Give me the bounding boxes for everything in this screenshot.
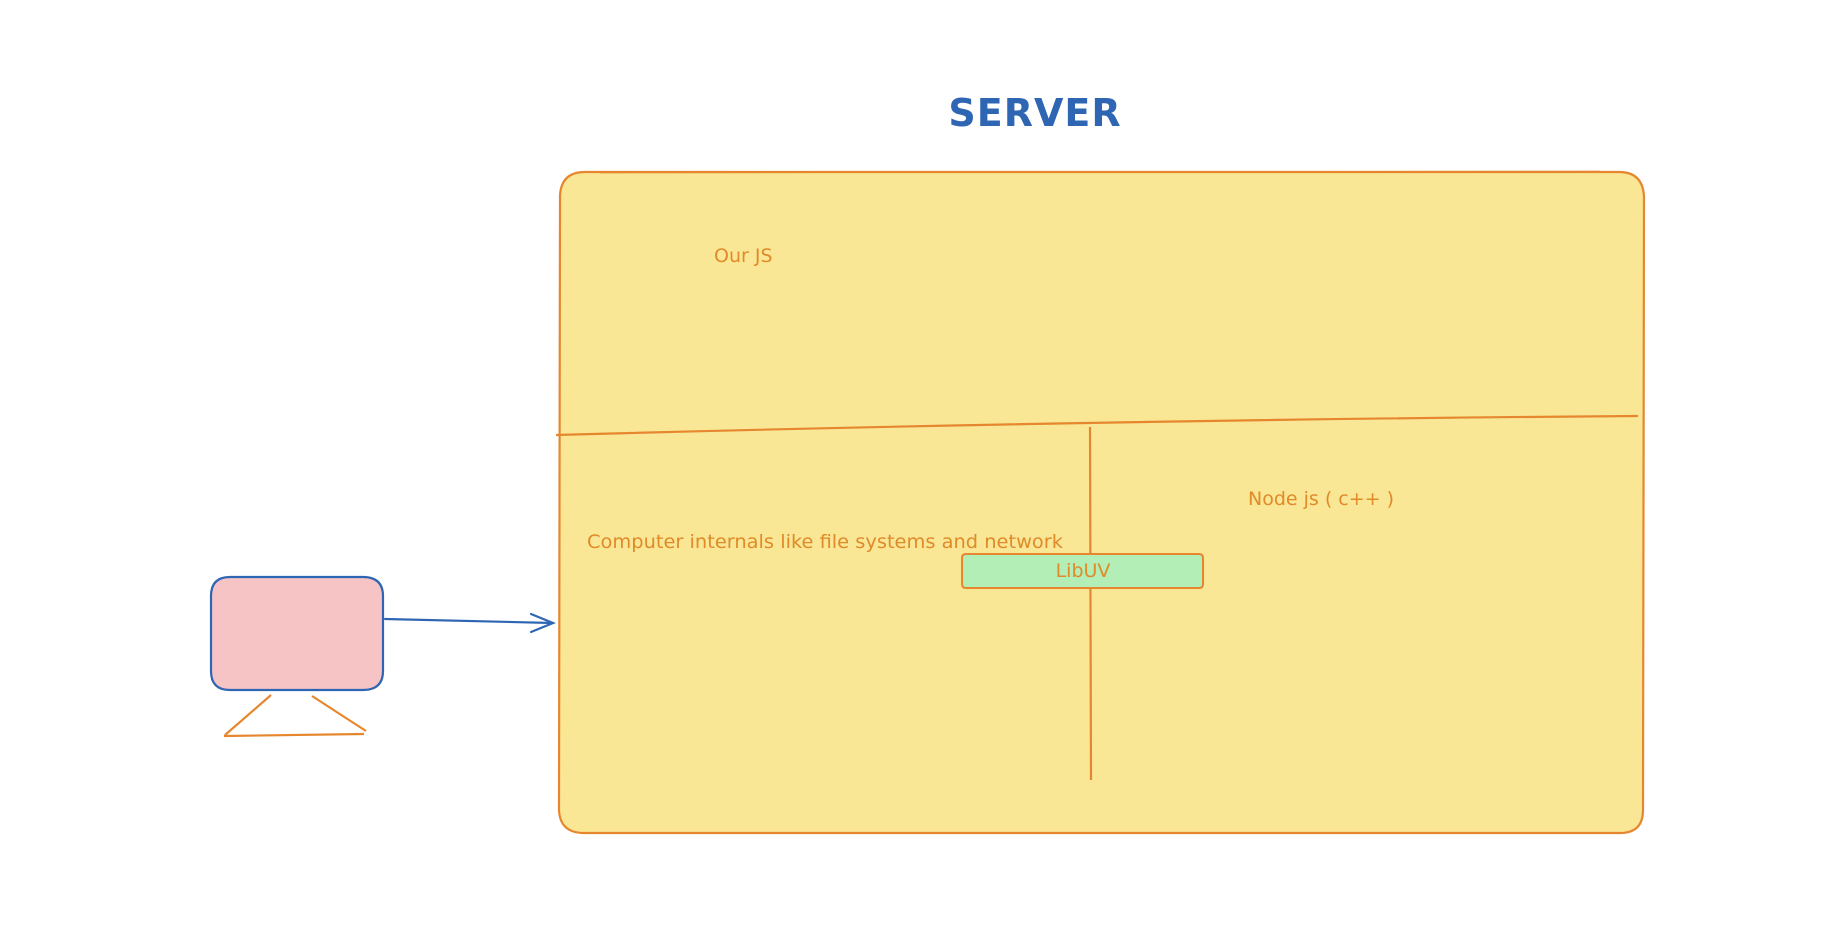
server-title: SERVER — [948, 91, 1121, 135]
computer-internals-label: Computer internals like file systems and… — [587, 531, 1063, 553]
server-box[interactable] — [557, 170, 1646, 835]
request-arrow — [383, 612, 556, 634]
our-js-label: Our JS — [714, 245, 773, 267]
monitor-screen — [209, 575, 385, 692]
client-computer[interactable] — [209, 575, 385, 738]
layer-divider — [555, 414, 1639, 437]
node-js-label: Node js ( c++ ) — [1248, 488, 1394, 510]
monitor-stand — [223, 694, 367, 738]
libuv-label: LibUV — [1056, 560, 1111, 582]
libuv-box[interactable]: LibUV — [961, 553, 1204, 589]
section-divider — [1088, 426, 1093, 781]
